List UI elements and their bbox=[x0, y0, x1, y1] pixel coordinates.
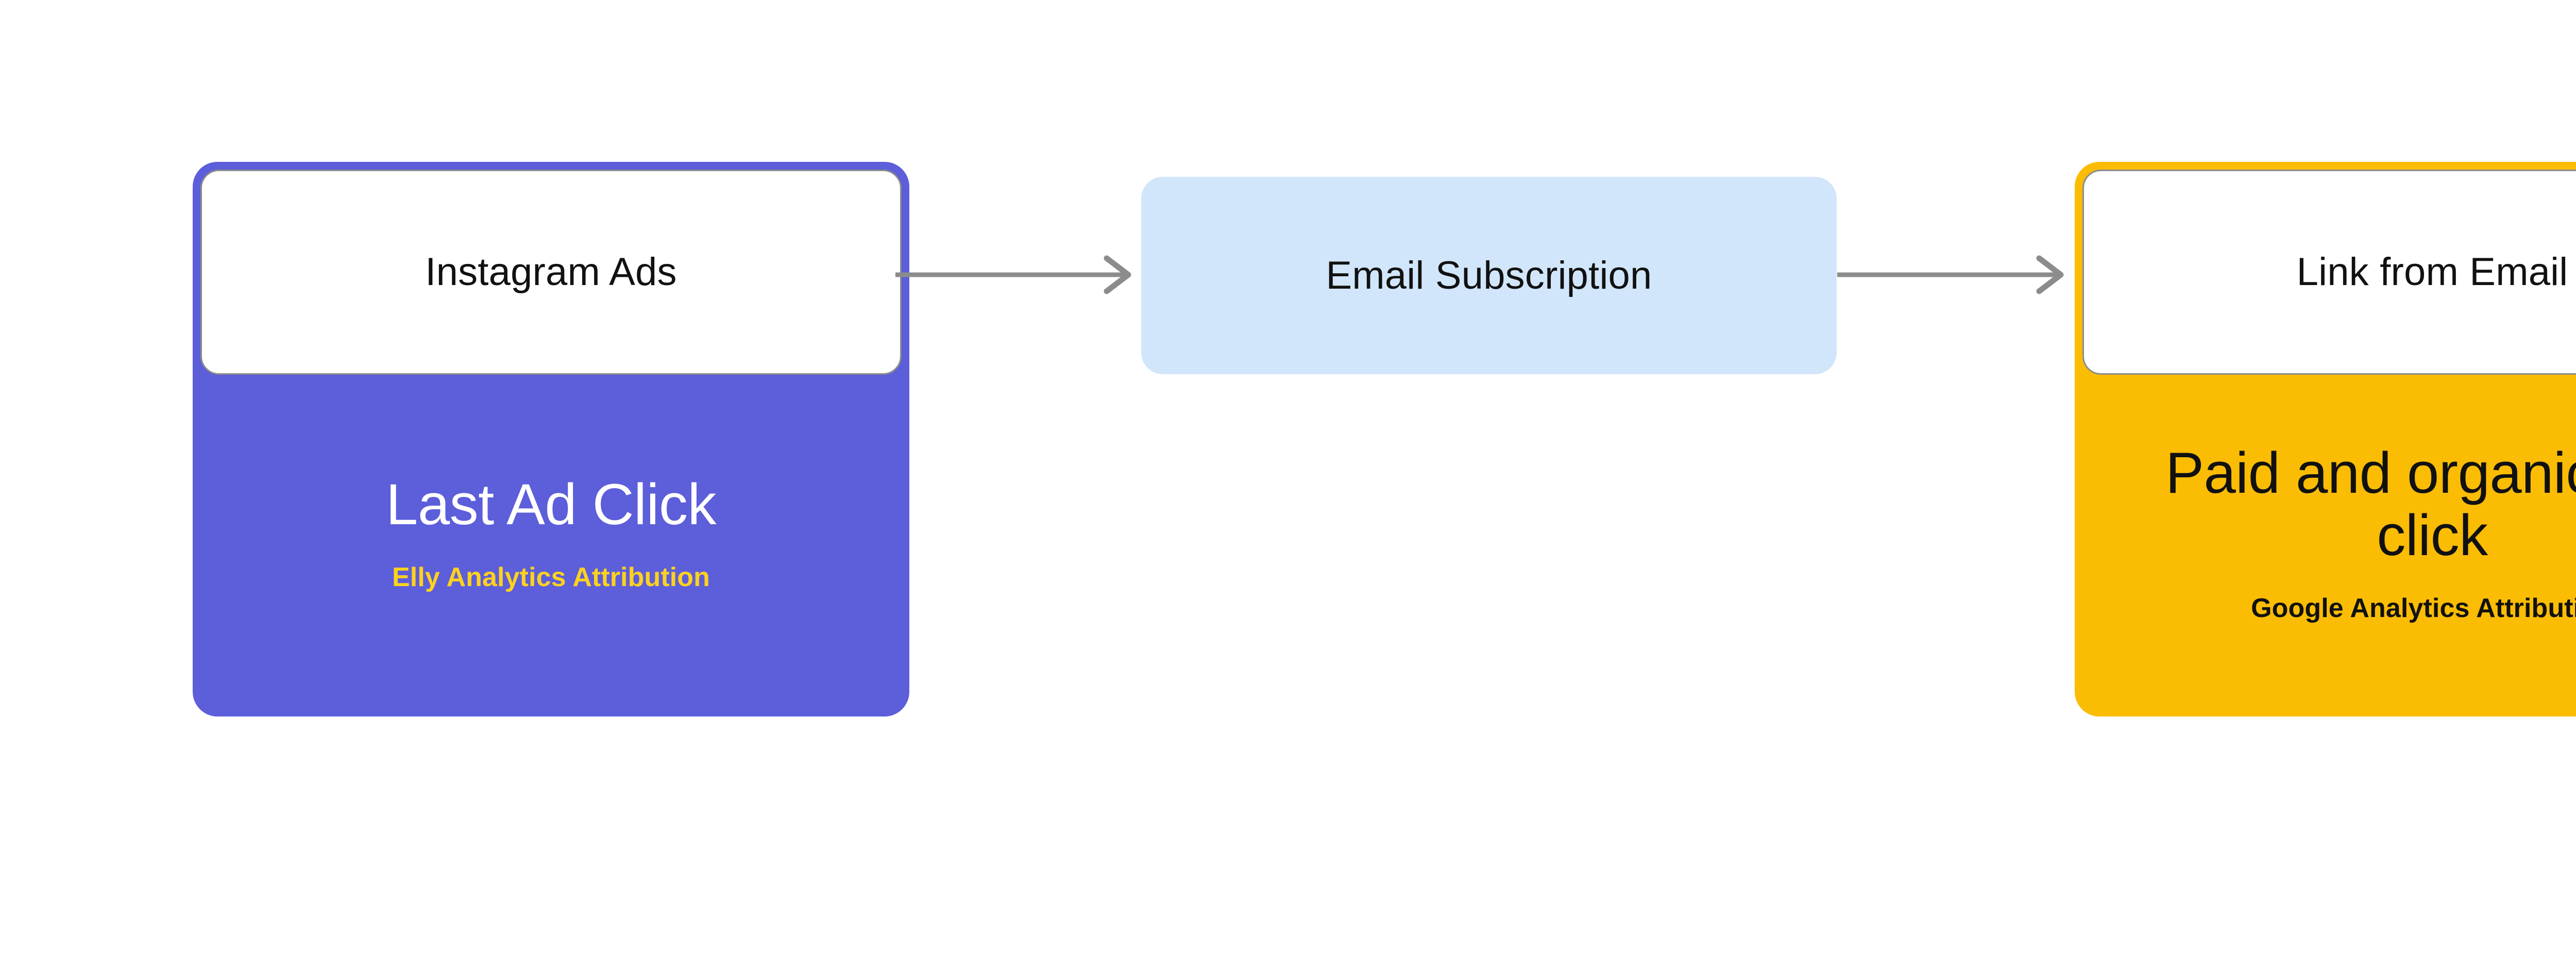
node-link-from-email-title: Link from Email bbox=[2296, 250, 2568, 294]
node-link-from-email-card[interactable]: Link from Email bbox=[2082, 170, 2576, 375]
arrow-right-icon bbox=[895, 255, 1131, 294]
node-link-from-email[interactable]: Link from Email Paid and organic last cl… bbox=[2075, 162, 2576, 716]
node-instagram-ads-heading: Last Ad Click bbox=[386, 472, 716, 537]
arrow-right-icon bbox=[1837, 255, 2064, 294]
node-email-subscription-title: Email Subscription bbox=[1326, 253, 1652, 297]
node-instagram-ads[interactable]: Instagram Ads Last Ad Click Elly Analyti… bbox=[193, 162, 909, 716]
node-instagram-ads-subtitle: Elly Analytics Attribution bbox=[392, 562, 710, 592]
node-link-from-email-heading: Paid and organic last click bbox=[2165, 441, 2576, 568]
node-email-subscription[interactable]: Email Subscription bbox=[1141, 177, 1837, 374]
node-link-from-email-body: Paid and organic last click Google Analy… bbox=[2082, 375, 2576, 709]
connector-arrow-2 bbox=[1837, 254, 2075, 295]
node-instagram-ads-card[interactable]: Instagram Ads bbox=[200, 170, 902, 375]
connector-arrow-1 bbox=[895, 254, 1143, 295]
node-instagram-ads-title: Instagram Ads bbox=[425, 250, 677, 294]
node-instagram-ads-body: Last Ad Click Elly Analytics Attribution bbox=[200, 375, 902, 709]
node-link-from-email-subtitle: Google Analytics Attribution bbox=[2251, 593, 2576, 624]
